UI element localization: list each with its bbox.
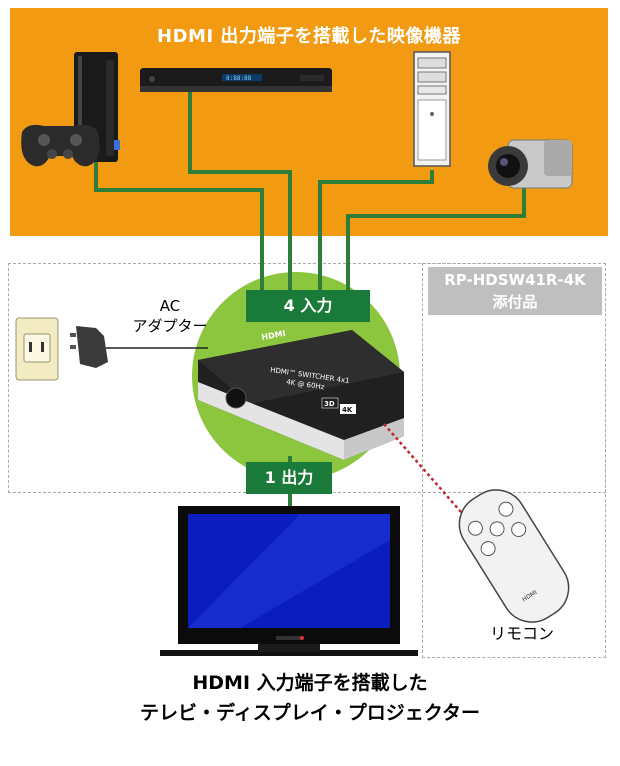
inputs-label: 4 入力 — [246, 290, 370, 322]
display-devices-line2: テレビ・ディスプレイ・プロジェクター — [140, 702, 480, 724]
hdmi-switcher-device — [198, 330, 404, 460]
switcher-3d-badge-text: 3D — [324, 400, 335, 408]
switcher-3d-badge — [321, 397, 339, 409]
display-devices-line1: HDMI 入力端子を搭載した — [192, 672, 428, 694]
switcher-4k-badge — [340, 404, 356, 414]
included-items-badge: RP-HDSW41R-4K 添付品 — [428, 267, 602, 315]
power-outlet-icon — [15, 317, 59, 381]
remote-area-frame — [422, 263, 606, 658]
ac-adapter-icon — [70, 326, 208, 368]
remote-ir-link — [383, 423, 469, 521]
cable-bluray-player — [188, 92, 292, 300]
ac-adapter-label: AC アダプター — [110, 296, 230, 336]
included-label: 添付品 — [492, 293, 538, 311]
remote-label: リモコン — [490, 624, 555, 643]
switcher-4k-badge-text: 4K — [342, 406, 353, 414]
switcher-brand: HDMI — [261, 329, 286, 342]
bluray-player-icon: 8:88:88 — [140, 68, 332, 92]
cable-camcorder — [346, 188, 526, 300]
tv-display-icon — [160, 506, 418, 656]
ac-label-line2: アダプター — [132, 317, 208, 335]
camcorder-icon — [488, 139, 573, 189]
remote-control-icon: HDMI — [458, 489, 570, 623]
desktop-pc-icon — [413, 51, 451, 167]
ac-label-line1: AC — [159, 297, 181, 315]
source-devices-title: HDMI 出力端子を搭載した映像機器 — [157, 26, 461, 47]
cable-game-console — [94, 160, 264, 300]
model-number: RP-HDSW41R-4K — [444, 271, 586, 289]
svg-text:8:88:88: 8:88:88 — [226, 75, 252, 82]
output-label: 1 出力 — [246, 462, 332, 494]
cable-desktop-pc — [318, 170, 434, 300]
game-console-icon — [21, 52, 120, 167]
